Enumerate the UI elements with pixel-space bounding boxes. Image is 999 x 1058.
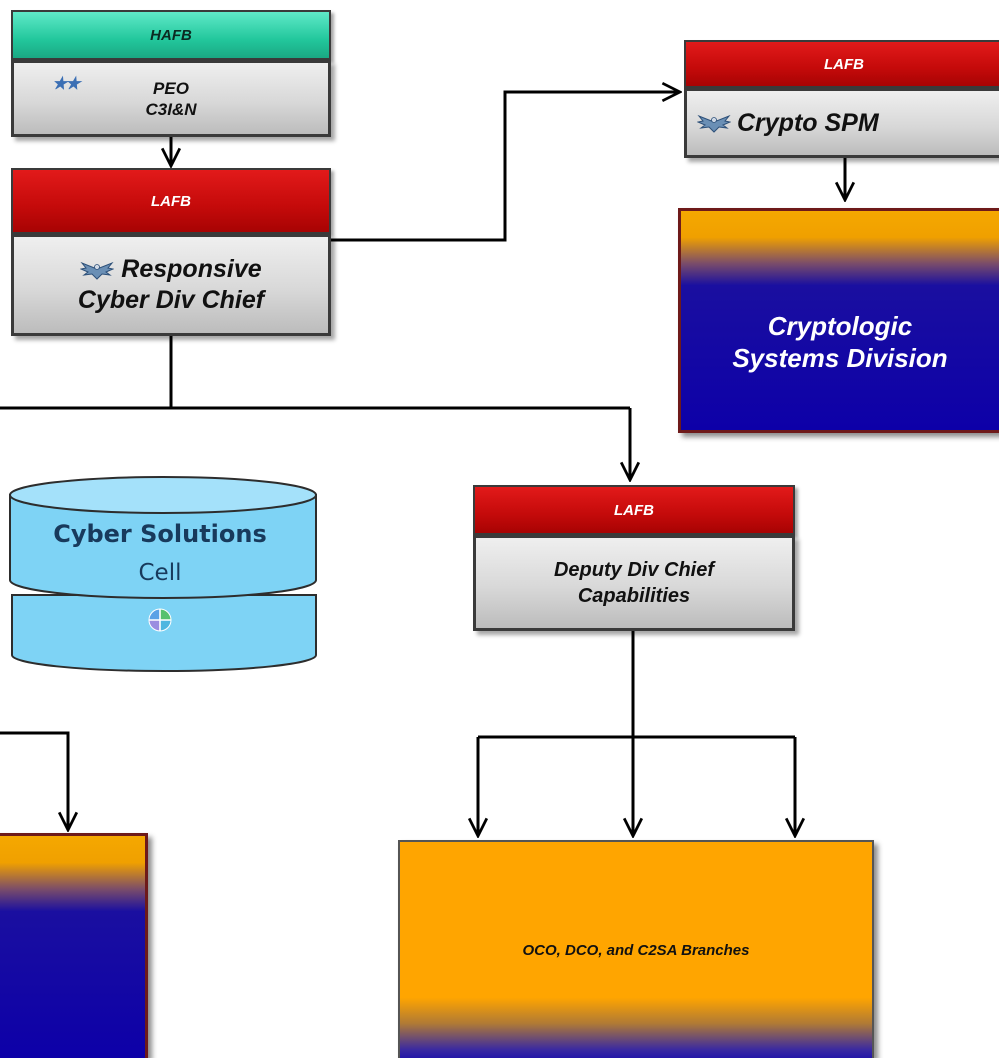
cyber-solutions-title-line2: Cell [138,560,182,586]
cyberchief-to-crypto-arrow [330,92,680,242]
cyber-div-chief-title-line2: Cyber Div Chief [77,286,265,314]
eagle-icon [697,114,731,133]
quadrant-globe-icon [148,608,172,632]
cyber-div-chief-node: LAFB Responsive Cyber Div Chief [11,168,331,336]
cyber-solutions-cell: Cyber Solutions Cell [0,470,330,680]
peo-title-line1: PEO [153,78,189,98]
cryptologic-division-title-line2: Systems Division [732,342,948,373]
cyber-div-chief-location-label: LAFB [151,192,191,210]
peo-node: HAFB ★★ PEO C3I&N [11,10,331,137]
two-star-icon: ★★ [52,74,81,93]
deputy-div-chief-title-line2: Capabilities [577,585,691,607]
crypto-spm-location-band: LAFB [684,40,999,88]
cyber-div-chief-title-box: Responsive Cyber Div Chief [11,234,331,336]
eagle-icon [80,262,115,281]
branches-title: OCO, DCO, and C2SA Branches [522,941,750,959]
crypto-spm-title-box: Crypto SPM [684,88,999,158]
left-division-block [0,833,148,1058]
crypto-spm-location-label: LAFB [824,55,864,73]
oco-dco-c2sa-branches: OCO, DCO, and C2SA Branches [398,840,874,1058]
deputy-div-chief-title-box: Deputy Div Chief Capabilities [473,535,795,631]
cyber-solutions-title-line1: Cyber Solutions [53,520,267,548]
deputy-div-chief-location-label: LAFB [614,501,654,519]
crypto-spm-title: Crypto SPM [737,108,879,137]
cryptologic-division-title-line1: Cryptologic [767,310,913,341]
deputy-div-chief-node: LAFB Deputy Div Chief Capabilities [473,485,795,631]
peo-title-line2: C3I&N [145,99,197,119]
cyber-div-chief-location-band: LAFB [11,168,331,234]
deputy-div-chief-title-line1: Deputy Div Chief [553,559,715,581]
peo-location-label: HAFB [150,26,192,44]
cyber-div-chief-title-line1: Responsive [121,255,262,283]
deputy-div-chief-location-band: LAFB [473,485,795,535]
peo-location-band: HAFB [11,10,331,60]
cylinder-shape [9,476,317,672]
crypto-spm-node: LAFB Crypto SPM [684,40,999,158]
left-branch-arrow [0,731,68,830]
cryptologic-systems-division: Cryptologic Systems Division [678,208,999,433]
peo-title-box: ★★ PEO C3I&N [11,60,331,137]
